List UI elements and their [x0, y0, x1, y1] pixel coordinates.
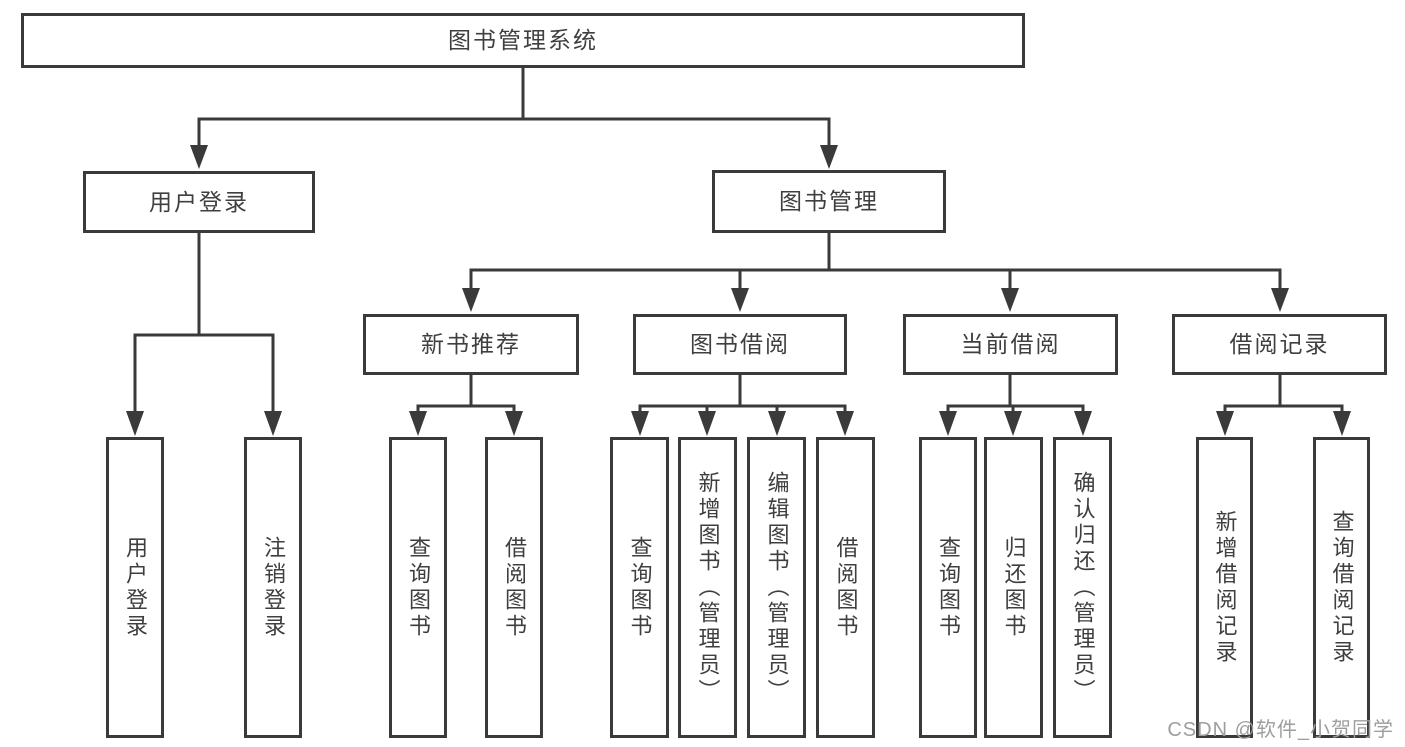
- csdn-watermark: CSDN @软件_小贺同学: [1167, 719, 1394, 741]
- node-label: 图书借阅: [690, 331, 790, 357]
- leaf-label: 查询借阅记录: [1329, 509, 1355, 666]
- node-label: 新书推荐: [421, 331, 521, 357]
- leaf-query-books-newrec: 查询图书: [389, 437, 447, 738]
- leaf-confirm-return-admin: 确认归还（管理员）: [1053, 437, 1112, 738]
- connector-book-mgmt-to-level3: [462, 233, 1289, 312]
- node-book-management: 图书管理: [712, 170, 946, 233]
- node-library-management-system: 图书管理系统: [21, 13, 1025, 68]
- leaf-label: 查询图书: [936, 535, 961, 640]
- connector-borrow-to-leaves: [631, 375, 854, 436]
- leaf-add-borrow-record: 新增借阅记录: [1196, 437, 1253, 738]
- node-label: 借阅记录: [1229, 331, 1330, 357]
- leaf-return-book: 归还图书: [984, 437, 1043, 738]
- node-new-book-recommend: 新书推荐: [363, 314, 579, 375]
- leaf-label: 查询图书: [627, 535, 653, 640]
- node-current-borrowing: 当前借阅: [903, 314, 1118, 375]
- leaf-label: 归还图书: [1001, 535, 1027, 640]
- leaf-label: 查询图书: [406, 535, 431, 640]
- leaf-label: 确认归还（管理员）: [1070, 470, 1096, 705]
- node-borrowing-records: 借阅记录: [1172, 314, 1387, 375]
- leaf-label: 新增图书（管理员）: [695, 470, 721, 705]
- node-label: 图书管理: [779, 188, 879, 214]
- connector-user-login-to-leaves: [126, 233, 282, 436]
- leaf-label: 借阅图书: [833, 535, 859, 640]
- node-label: 当前借阅: [960, 331, 1061, 357]
- leaf-borrow-books-borrowing: 借阅图书: [816, 437, 875, 738]
- leaf-edit-book-admin: 编辑图书（管理员）: [747, 437, 806, 738]
- node-label: 图书管理系统: [448, 27, 598, 53]
- leaf-query-books-borrowing: 查询图书: [610, 437, 669, 738]
- leaf-borrow-books-newrec: 借阅图书: [485, 437, 543, 738]
- connector-current-to-leaves: [939, 375, 1092, 436]
- node-user-login: 用户登录: [83, 171, 315, 233]
- node-label: 用户登录: [149, 188, 249, 215]
- leaf-query-borrow-record: 查询借阅记录: [1313, 437, 1370, 738]
- connector-records-to-leaves: [1216, 375, 1351, 436]
- connector-root-to-level2: [190, 68, 838, 169]
- leaf-logout: 注销登录: [244, 437, 302, 738]
- node-book-borrowing: 图书借阅: [633, 314, 847, 375]
- leaf-label: 用户登录: [123, 535, 148, 640]
- connector-new-rec-to-leaves: [409, 375, 523, 436]
- leaf-query-books-current: 查询图书: [919, 437, 977, 738]
- leaf-add-book-admin: 新增图书（管理员）: [678, 437, 737, 738]
- leaf-label: 注销登录: [261, 535, 286, 640]
- leaf-user-login: 用户登录: [106, 437, 164, 738]
- leaf-label: 编辑图书（管理员）: [764, 470, 790, 705]
- leaf-label: 借阅图书: [502, 535, 527, 640]
- leaf-label: 新增借阅记录: [1212, 509, 1238, 666]
